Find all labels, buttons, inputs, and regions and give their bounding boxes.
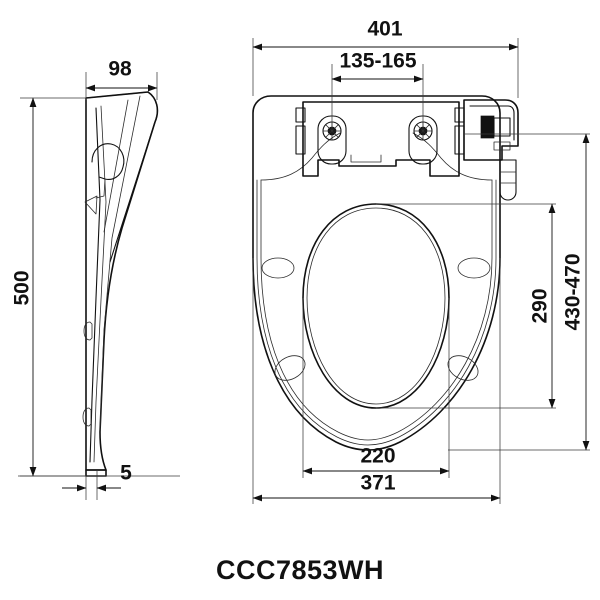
dim-label-401: 401 bbox=[367, 18, 402, 41]
damper-release-latch bbox=[493, 141, 511, 151]
bumper-pad-top-right bbox=[457, 257, 491, 279]
side-hinge-band-line bbox=[103, 99, 129, 233]
hinge-center-recess bbox=[350, 154, 382, 163]
side-hinge-boss-circle bbox=[91, 143, 125, 180]
side-lid-underface-line bbox=[99, 95, 141, 431]
dim-label-5: 5 bbox=[120, 462, 132, 485]
damper-housing-body bbox=[463, 99, 519, 161]
bumper-pad-top-left bbox=[261, 257, 295, 279]
dim-label-500: 500 bbox=[11, 270, 34, 305]
dim-label-371: 371 bbox=[360, 472, 395, 495]
side-lid-top-edge bbox=[85, 91, 158, 263]
bowl-opening-inner-line bbox=[306, 207, 446, 405]
damper-shaft bbox=[499, 159, 517, 201]
side-bracket-triangle bbox=[84, 195, 98, 215]
seat-rim-contour-3 bbox=[260, 179, 493, 441]
side-bumper-pad-lower bbox=[82, 407, 92, 427]
side-hinge-boss-stem bbox=[95, 178, 106, 199]
dim-label-290: 290 bbox=[529, 288, 552, 323]
side-secondary-contour bbox=[93, 105, 107, 463]
dim-label-135-165: 135-165 bbox=[339, 50, 416, 73]
seat-rim-contour-2 bbox=[256, 179, 497, 446]
damper-pin-collar bbox=[493, 117, 511, 137]
hinge-left-tab bbox=[295, 107, 306, 123]
bumper-pad-bottom-left bbox=[274, 355, 306, 381]
damper-pin-block bbox=[480, 115, 495, 139]
seat-shoulder-left bbox=[260, 132, 341, 181]
seat-outer-outline bbox=[252, 95, 501, 451]
dim-label-220: 220 bbox=[360, 445, 395, 468]
hinge-assembly bbox=[295, 99, 519, 201]
side-bumper-pad-upper bbox=[83, 321, 93, 341]
hinge-left-tab-lower bbox=[295, 125, 306, 155]
damper-housing-inner bbox=[469, 105, 515, 141]
dim-label-430-470: 430-470 bbox=[562, 253, 585, 330]
side-elevation-view: 98 500 5 bbox=[11, 58, 180, 500]
top-plan-view: 401 135-165 220 371 290 4 bbox=[252, 18, 590, 504]
dim-label-98: 98 bbox=[108, 58, 132, 81]
hinge-base-plate bbox=[302, 101, 460, 177]
drawing-title: CCC7853WH bbox=[216, 555, 384, 585]
side-base-plate bbox=[85, 469, 107, 477]
